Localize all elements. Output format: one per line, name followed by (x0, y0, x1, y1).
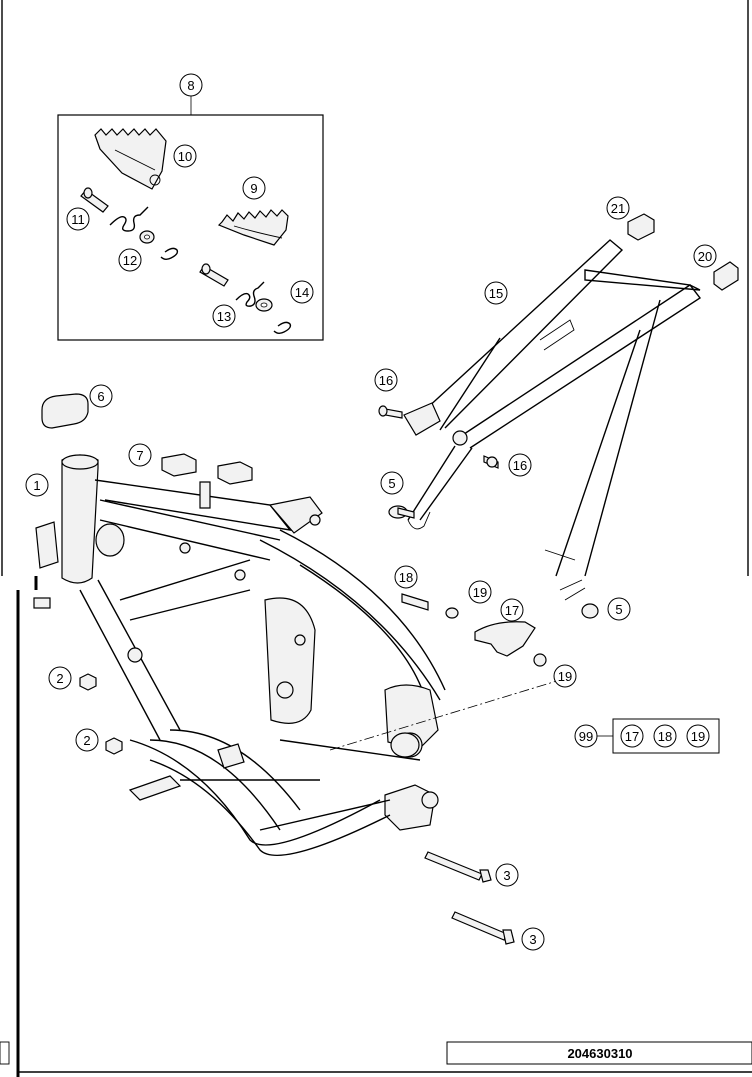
frame-nut-2b (105, 737, 123, 755)
callout-15: 15 (484, 281, 508, 305)
frame-bolt-3a (424, 851, 492, 883)
svg-text:18: 18 (399, 570, 413, 585)
bolts-16 (378, 405, 499, 469)
footrest-right (217, 209, 289, 246)
svg-text:16: 16 (379, 373, 393, 388)
spring-right (235, 281, 265, 307)
svg-text:19: 19 (473, 585, 487, 600)
chain-guide-parts (401, 593, 547, 667)
svg-text:8: 8 (187, 78, 194, 93)
callout-2b: 2 (75, 728, 99, 752)
bolt-5-upper (388, 505, 415, 519)
svg-text:18: 18 (658, 729, 672, 744)
callout-10: 10 (173, 144, 197, 168)
frame-protection-cap (41, 393, 89, 429)
bolt-5-lower (559, 579, 599, 619)
diagram-id-box: 204630310 (446, 1041, 752, 1065)
callout-13: 13 (212, 304, 236, 328)
callout-19a: 19 (468, 580, 492, 604)
svg-text:1: 1 (33, 478, 40, 493)
callout-8: 8 (179, 73, 203, 97)
svg-text:10: 10 (178, 149, 192, 164)
svg-text:15: 15 (489, 286, 503, 301)
callouts: 8 10 9 11 12 14 13 6 7 1 21 20 15 16 16 … (25, 73, 717, 951)
frame-protectors (161, 453, 253, 485)
subframe-cap-20 (713, 261, 739, 291)
footrest-left (94, 128, 167, 190)
callout-16b: 16 (508, 453, 532, 477)
svg-text:12: 12 (123, 253, 137, 268)
footrest-pin-right (199, 263, 229, 287)
clip-right (273, 321, 292, 334)
callout-19b: 19 (553, 664, 577, 688)
svg-text:3: 3 (529, 932, 536, 947)
svg-text:9: 9 (250, 181, 257, 196)
callout-12: 12 (118, 248, 142, 272)
callout-1: 1 (25, 473, 49, 497)
clip-left (160, 247, 179, 260)
kit-callout-99: 99 (574, 724, 598, 748)
svg-text:2: 2 (83, 733, 90, 748)
svg-text:20: 20 (698, 249, 712, 264)
subframe-cap-21 (627, 213, 655, 241)
callout-5b: 5 (607, 597, 631, 621)
footrest-pin-left (80, 187, 109, 213)
callout-14: 14 (290, 280, 314, 304)
callout-7: 7 (128, 443, 152, 467)
subframe (403, 239, 702, 577)
kit-item-18: 18 (653, 724, 677, 748)
svg-text:11: 11 (71, 212, 85, 227)
diagram-id: 204630310 (567, 1046, 632, 1061)
footrest-group-box (57, 96, 324, 341)
washer-right (255, 298, 273, 312)
main-frame (33, 454, 561, 856)
kit-box: 99 17 18 19 (574, 718, 720, 754)
callout-9: 9 (242, 176, 266, 200)
svg-text:19: 19 (691, 729, 705, 744)
callout-16a: 16 (374, 368, 398, 392)
callout-21: 21 (606, 196, 630, 220)
callout-20: 20 (693, 244, 717, 268)
svg-text:7: 7 (136, 448, 143, 463)
svg-text:19: 19 (558, 669, 572, 684)
svg-text:17: 17 (505, 603, 519, 618)
svg-text:17: 17 (625, 729, 639, 744)
callout-3a: 3 (495, 863, 519, 887)
callout-17: 17 (500, 598, 524, 622)
svg-text:21: 21 (611, 201, 625, 216)
svg-text:13: 13 (217, 309, 231, 324)
spring-left (109, 206, 149, 232)
svg-text:2: 2 (56, 671, 63, 686)
washer-left (139, 230, 155, 244)
callout-11: 11 (66, 207, 90, 231)
callout-5a: 5 (380, 471, 404, 495)
callout-6: 6 (89, 384, 113, 408)
callout-2a: 2 (48, 666, 72, 690)
svg-text:5: 5 (615, 602, 622, 617)
frame-nut-2a (79, 673, 97, 691)
kit-item-17: 17 (620, 724, 644, 748)
frame-bolt-3b (451, 911, 515, 945)
svg-text:16: 16 (513, 458, 527, 473)
svg-text:14: 14 (295, 285, 309, 300)
svg-text:5: 5 (388, 476, 395, 491)
svg-text:3: 3 (503, 868, 510, 883)
callout-3b: 3 (521, 927, 545, 951)
svg-text:99: 99 (579, 729, 593, 744)
callout-18: 18 (394, 565, 418, 589)
svg-text:6: 6 (97, 389, 104, 404)
kit-item-19: 19 (686, 724, 710, 748)
